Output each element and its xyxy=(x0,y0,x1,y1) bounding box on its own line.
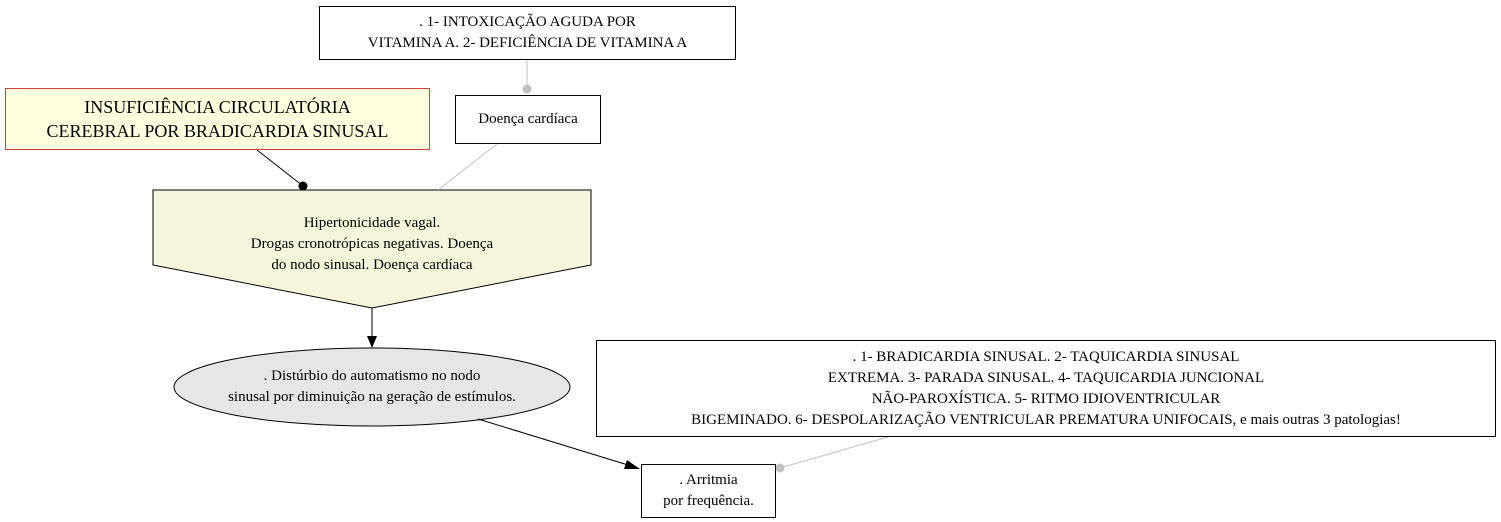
node-insuficiencia: INSUFICIÊNCIA CIRCULATÓRIA CEREBRAL POR … xyxy=(5,88,430,150)
node-doenca-cardiaca: Doença cardíaca xyxy=(455,95,601,144)
node-disturbio-line: . Distúrbio do automatismo no nodo xyxy=(263,368,481,384)
node-disturbio-line: sinusal por diminuição na geração de est… xyxy=(228,389,516,405)
node-insuficiencia-line: CEREBRAL POR BRADICARDIA SINUSAL xyxy=(46,121,389,141)
edge-vitamina-doenca-dot xyxy=(522,84,532,94)
node-causas: Hipertonicidade vagal. Drogas cronotrópi… xyxy=(153,212,591,276)
edge-disturbio-arritmia xyxy=(477,418,629,466)
node-doenca-cardiaca-label: Doença cardíaca xyxy=(478,111,578,127)
node-vitamina: . 1- INTOXICAÇÃO AGUDA POR VITAMINA A. 2… xyxy=(319,6,736,60)
node-arritmias-lista-line: NÃO-PAROXÍSTICA. 5- RITMO IDIOVENTRICULA… xyxy=(871,390,1221,407)
node-causas-line: Drogas cronotrópicas negativas. Doença xyxy=(250,235,494,252)
node-arritmias-lista: . 1- BRADICARDIA SINUSAL. 2- TAQUICARDIA… xyxy=(596,340,1496,437)
node-vitamina-line: VITAMINA A. 2- DEFICIÊNCIA DE VITAMINA A xyxy=(367,35,688,51)
edge-insuficiencia-causas-dot xyxy=(298,181,308,191)
edge-lista-arritmia xyxy=(779,436,889,469)
node-arritmias-lista-line: BIGEMINADO. 6- DESPOLARIZAÇÃO VENTRICULA… xyxy=(691,411,1401,428)
edge-doenca-causas xyxy=(437,143,498,191)
causas-shape xyxy=(152,189,592,309)
node-arritmias-lista-line: EXTREMA. 3- PARADA SINUSAL. 4- TAQUICARD… xyxy=(827,369,1265,386)
node-arritmias-lista-line: . 1- BRADICARDIA SINUSAL. 2- TAQUICARDIA… xyxy=(852,348,1240,365)
node-arritmia-line: . Arritmia xyxy=(679,472,738,488)
node-insuficiencia-line: INSUFICIÊNCIA CIRCULATÓRIA xyxy=(84,97,351,117)
node-vitamina-line: . 1- INTOXICAÇÃO AGUDA POR xyxy=(419,14,636,30)
node-arritmia: . Arritmia por frequência. xyxy=(641,464,776,518)
edge-insuficiencia-causas xyxy=(256,149,304,187)
node-disturbio: . Distúrbio do automatismo no nodo sinus… xyxy=(174,366,570,408)
node-causas-line: do nodo sinusal. Doença cardíaca xyxy=(271,256,473,273)
edge-disturbio-arritmia-arrow xyxy=(624,460,640,469)
edge-causas-disturbio-arrow xyxy=(367,336,377,348)
edge-lista-arritmia-dot xyxy=(775,463,785,473)
node-causas-line: Hipertonicidade vagal. xyxy=(303,214,441,231)
node-arritmia-line: por frequência. xyxy=(663,493,754,509)
